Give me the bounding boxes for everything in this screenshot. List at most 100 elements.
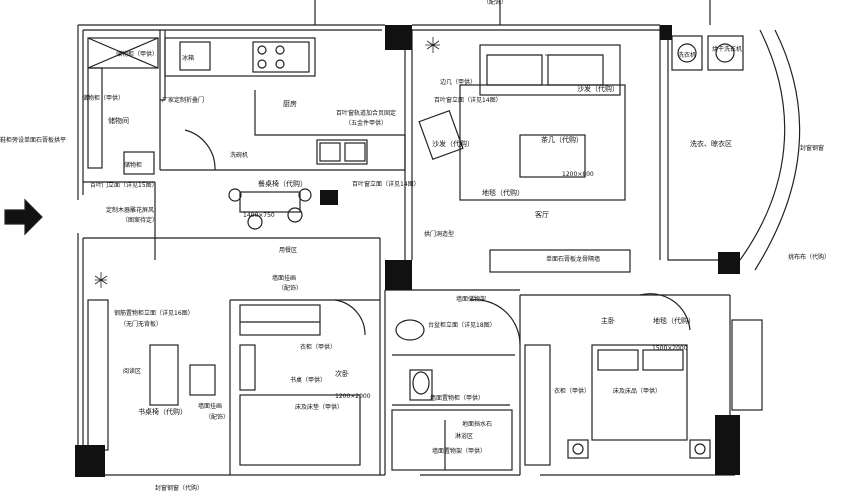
desk-2-label: 书桌（甲供）	[290, 377, 327, 384]
rug-master-label: 地毯（代购）	[653, 317, 695, 325]
basin-shape	[395, 319, 425, 341]
bed-master-label: 床及床品（甲供）	[613, 388, 662, 395]
living-wall	[404, 25, 660, 270]
shower-label: 淋浴区	[455, 433, 474, 440]
side-table-label: 边几（甲供）	[440, 79, 477, 86]
blinds-sofa-label: 百叶窗立面（详见14图）	[434, 97, 502, 104]
rug-label: 地毯（代购）	[482, 189, 524, 197]
curtain-right-label: 挑布布（代购）	[788, 254, 831, 261]
tv-wall-label: 单面石膏板龙骨隔墙	[546, 256, 601, 263]
washer-label: 洗衣机	[678, 52, 697, 59]
dining-size-label: 1400×750	[243, 212, 275, 219]
wood-screen-label: 定制木器雕花屏风	[106, 207, 155, 214]
second-bedroom-label: 次卧	[335, 370, 349, 378]
dining-table	[239, 191, 301, 213]
wall-rack-label: 墙面置物柜（甲供）	[430, 395, 485, 402]
sofa-top-label: 沙发（代购）	[577, 85, 619, 93]
arch-door-label: 拱门洞造型	[424, 231, 455, 238]
wardrobe-2-label: 衣柜（甲供）	[300, 344, 337, 351]
column	[715, 415, 740, 475]
wall-paint-1-label: 墙面挂画	[272, 275, 297, 282]
rug-size-label: 1200×800	[562, 171, 594, 178]
wall-paint-2-label: 墙面挂画	[198, 403, 223, 410]
dishwasher-label: 洗碗机	[230, 152, 249, 159]
glass-shelf-label: 钢筋置物柜立面（详见16图）	[114, 310, 194, 317]
blinds-door-left-label: 百叶门立面（详见15图）	[90, 182, 158, 189]
dryer-label: 烘干洗衣机	[712, 46, 743, 53]
wardrobe-2	[239, 304, 321, 336]
shower-area	[391, 409, 513, 471]
desk-2	[239, 344, 256, 391]
wall-storage-label: 墙面储物架	[456, 296, 487, 303]
column	[385, 25, 412, 50]
master-wall	[519, 294, 731, 475]
entry-arrow	[4, 198, 43, 236]
reading-area-label: 阅读区	[123, 368, 142, 375]
cabinet-storage	[87, 37, 159, 69]
plant	[425, 37, 440, 53]
folding-door-label: 厂家定制折叠门	[162, 97, 205, 104]
floor-drain-label: 地面挡水石	[462, 421, 493, 428]
storage-room-label: 储物间	[108, 117, 129, 125]
laundry-wall	[667, 29, 786, 261]
cabinet-bottom-label: 储物柜	[124, 162, 143, 169]
washer-box	[671, 35, 703, 71]
top-note-label: （配饰）	[483, 0, 508, 6]
plant	[94, 272, 108, 288]
wall-paint-1b-label: （配饰）	[278, 285, 303, 292]
inner-wall	[82, 29, 382, 470]
reading-chair	[189, 364, 216, 396]
desk	[149, 344, 179, 406]
laundry-label: 洗衣、晾衣区	[690, 140, 732, 148]
bed-master	[591, 344, 688, 441]
column	[75, 445, 105, 477]
sealed-window-label: 封窗钢窗	[800, 145, 825, 152]
fridge-box	[179, 41, 211, 71]
fridge-label: 冰箱	[182, 55, 195, 62]
shoe-cabinet-side-label: 鞋柜旁设单面石膏板拱平	[0, 137, 67, 144]
stove	[252, 41, 310, 73]
kitchen-label: 厨房	[283, 100, 297, 108]
bed-2	[239, 394, 361, 466]
coffee-table	[519, 134, 586, 178]
desk-chair-label: 书桌椅（代购）	[138, 408, 187, 416]
sofa-left-label: 沙发（代购）	[432, 140, 474, 148]
living-room-label: 客厅	[535, 211, 549, 219]
toilet	[409, 369, 433, 401]
column	[718, 252, 740, 274]
window-master	[731, 319, 763, 411]
column	[320, 190, 338, 205]
glass-shelf-label-2: （无门无背板）	[120, 321, 163, 328]
nightstand-1	[567, 439, 589, 459]
wood-screen-label-2: （图案待定）	[122, 217, 159, 224]
kitchen-blinds-label-2: （五金件甲供）	[345, 120, 388, 127]
column	[385, 260, 412, 290]
coffee-table-label: 茶几（代购）	[541, 136, 583, 144]
wall-rack-2-label: 墙面置物架（甲供）	[432, 448, 487, 455]
blinds-dining-label: 百叶窗立面（详见14图）	[352, 181, 420, 188]
bathroom-wall	[384, 289, 520, 475]
dryer-box	[707, 35, 744, 71]
glass-shelf	[87, 299, 109, 451]
bed-2-label: 床及床垫（甲供）	[295, 404, 344, 411]
armchair	[418, 109, 464, 161]
bed-2-size-label: 1200×2000	[335, 393, 371, 400]
tv-wall	[489, 249, 631, 273]
kitchen-blinds-label: 百叶窗轨道加合页固定	[336, 110, 397, 117]
wall-paint-2b-label: （配饰）	[205, 414, 230, 421]
cabinet-left-label: 储物柜（甲供）	[82, 95, 125, 102]
sink	[316, 139, 368, 165]
nightstand-2	[689, 439, 711, 459]
second-bedroom-wall	[229, 299, 380, 475]
counter	[164, 37, 316, 77]
dining-area-label: 用餐区	[279, 247, 298, 254]
basin-label: 台盆柜立面（详见18图）	[428, 322, 496, 329]
column	[660, 25, 672, 40]
dining-chair-label: 餐桌椅（代购）	[258, 180, 307, 188]
rug	[459, 84, 626, 201]
cabinet-top-label: 储物柜（甲供）	[116, 51, 159, 58]
sealed-window-bottom-label: 封窗钢窗（代购）	[155, 485, 204, 492]
master-bedroom-label: 主卧	[601, 317, 615, 325]
sofa-top	[479, 44, 621, 96]
